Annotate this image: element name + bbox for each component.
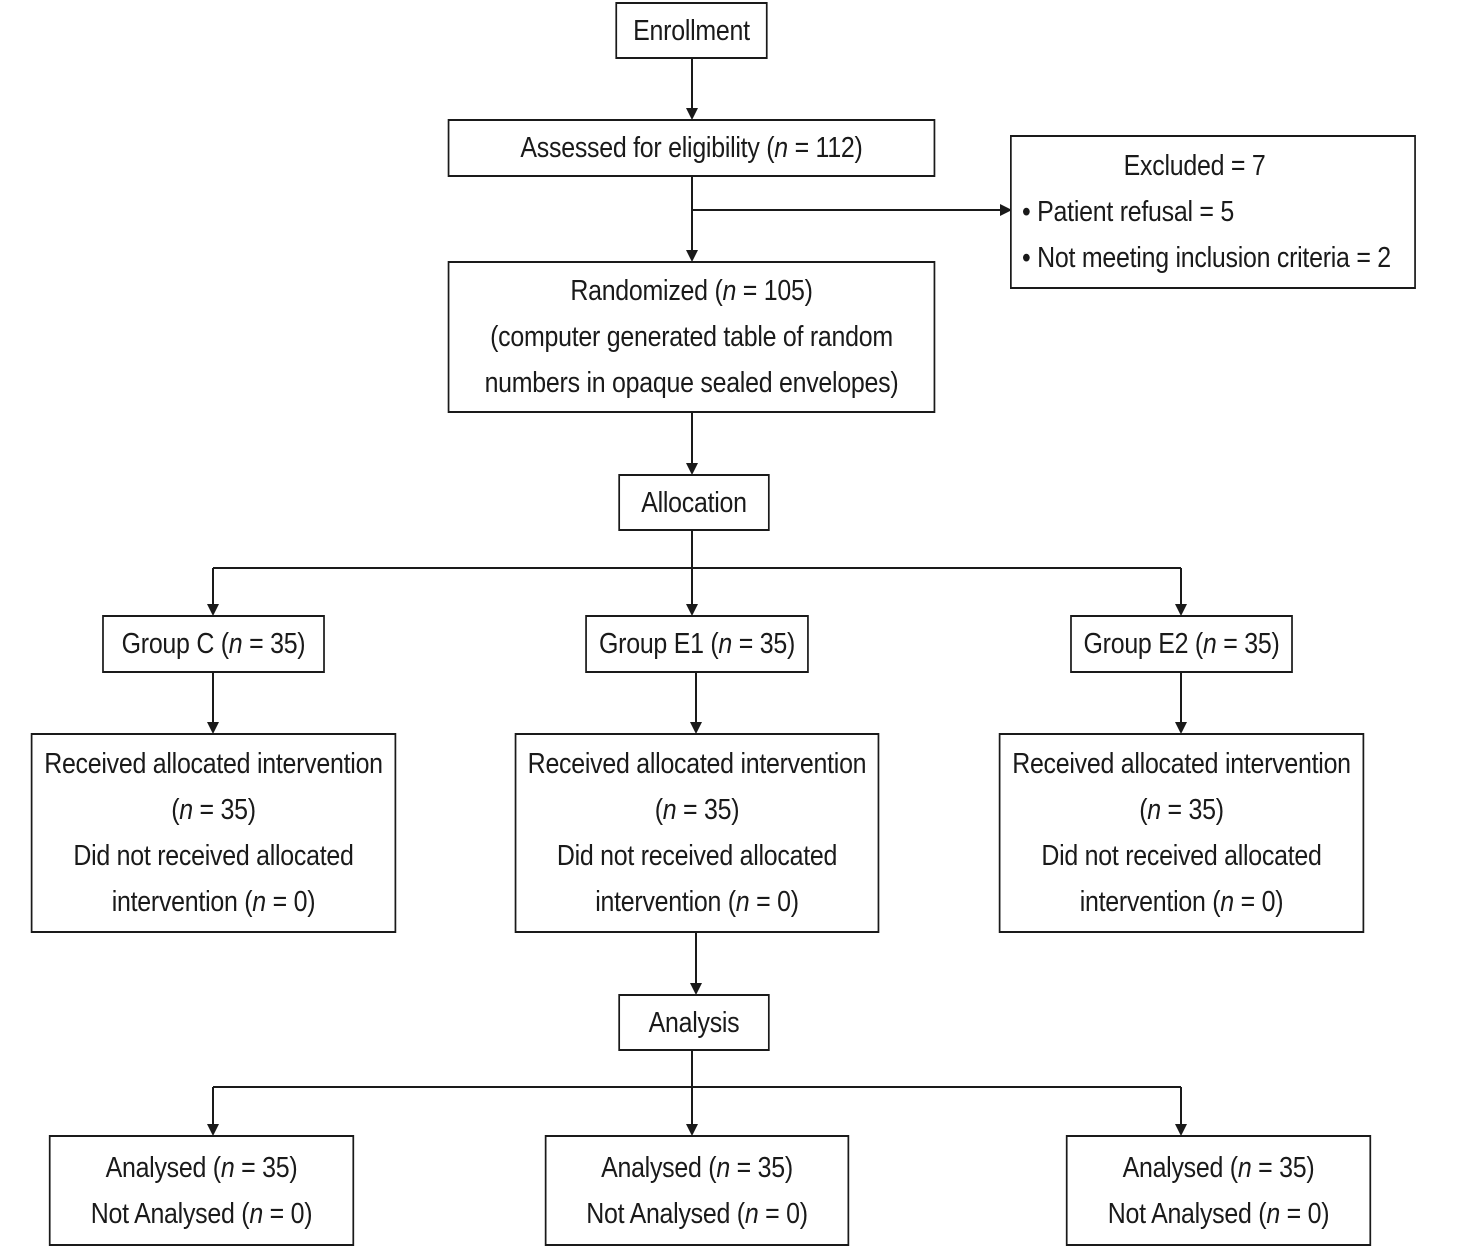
allocation-box: Allocation [618,474,770,531]
randomized-detail: (computer generated table of random [490,321,893,353]
analysis-box: Analysis [618,994,770,1051]
group-label: Group C (n = 35) [121,628,306,660]
excluded-item: • Not meeting inclusion criteria = 2 [1022,242,1391,274]
group-label: Group E1 (n = 35) [599,628,795,660]
received-c-box: Received allocated intervention (n = 35)… [30,733,397,933]
received-line: (n = 35) [1139,794,1224,826]
received-e1-box: Received allocated intervention (n = 35)… [514,733,880,933]
enrollment-box: Enrollment [615,2,768,59]
analysed-line: Analysed (n = 35) [105,1151,298,1184]
randomized-title: Randomized (n = 105) [570,275,813,307]
analysed-line: Not Analysed (n = 0) [90,1197,313,1230]
excluded-title: Excluded = 7 [1123,150,1266,182]
analysed-line: Analysed (n = 35) [601,1151,793,1184]
received-line: intervention (n = 0) [595,886,799,918]
assessed-label: Assessed for eligibility (n = 112) [520,132,863,164]
received-e2-box: Received allocated intervention (n = 35)… [998,733,1365,933]
analysed-e2-box: Analysed (n = 35) Not Analysed (n = 0) [1065,1135,1372,1246]
received-line: Did not received allocated [556,840,838,872]
received-line: Received allocated intervention [527,748,867,780]
analysed-line: Not Analysed (n = 0) [586,1197,808,1230]
excluded-item: • Patient refusal = 5 [1022,196,1235,228]
group-e1-box: Group E1 (n = 35) [585,615,809,673]
randomized-detail: numbers in opaque sealed envelopes) [484,367,899,399]
analysed-c-box: Analysed (n = 35) Not Analysed (n = 0) [48,1135,355,1246]
analysed-line: Analysed (n = 35) [1122,1151,1315,1184]
analysis-label: Analysis [648,1006,740,1039]
received-line: intervention (n = 0) [1079,886,1284,918]
received-line: intervention (n = 0) [111,886,316,918]
randomized-box: Randomized (n = 105) (computer generated… [447,261,936,413]
analysed-e1-box: Analysed (n = 35) Not Analysed (n = 0) [544,1135,850,1246]
enrollment-label: Enrollment [633,14,750,47]
received-line: (n = 35) [171,794,256,826]
allocation-label: Allocation [641,486,747,519]
assessed-box: Assessed for eligibility (n = 112) [447,119,936,177]
received-line: Did not received allocated [1041,840,1322,872]
received-line: (n = 35) [654,794,740,826]
received-line: Did not received allocated [73,840,354,872]
group-label: Group E2 (n = 35) [1083,628,1280,660]
analysed-line: Not Analysed (n = 0) [1107,1197,1330,1230]
group-e2-box: Group E2 (n = 35) [1070,615,1293,673]
received-line: Received allocated intervention [1012,748,1351,780]
received-line: Received allocated intervention [44,748,383,780]
group-c-box: Group C (n = 35) [102,615,325,673]
excluded-box: Excluded = 7 • Patient refusal = 5 • Not… [1010,135,1416,289]
